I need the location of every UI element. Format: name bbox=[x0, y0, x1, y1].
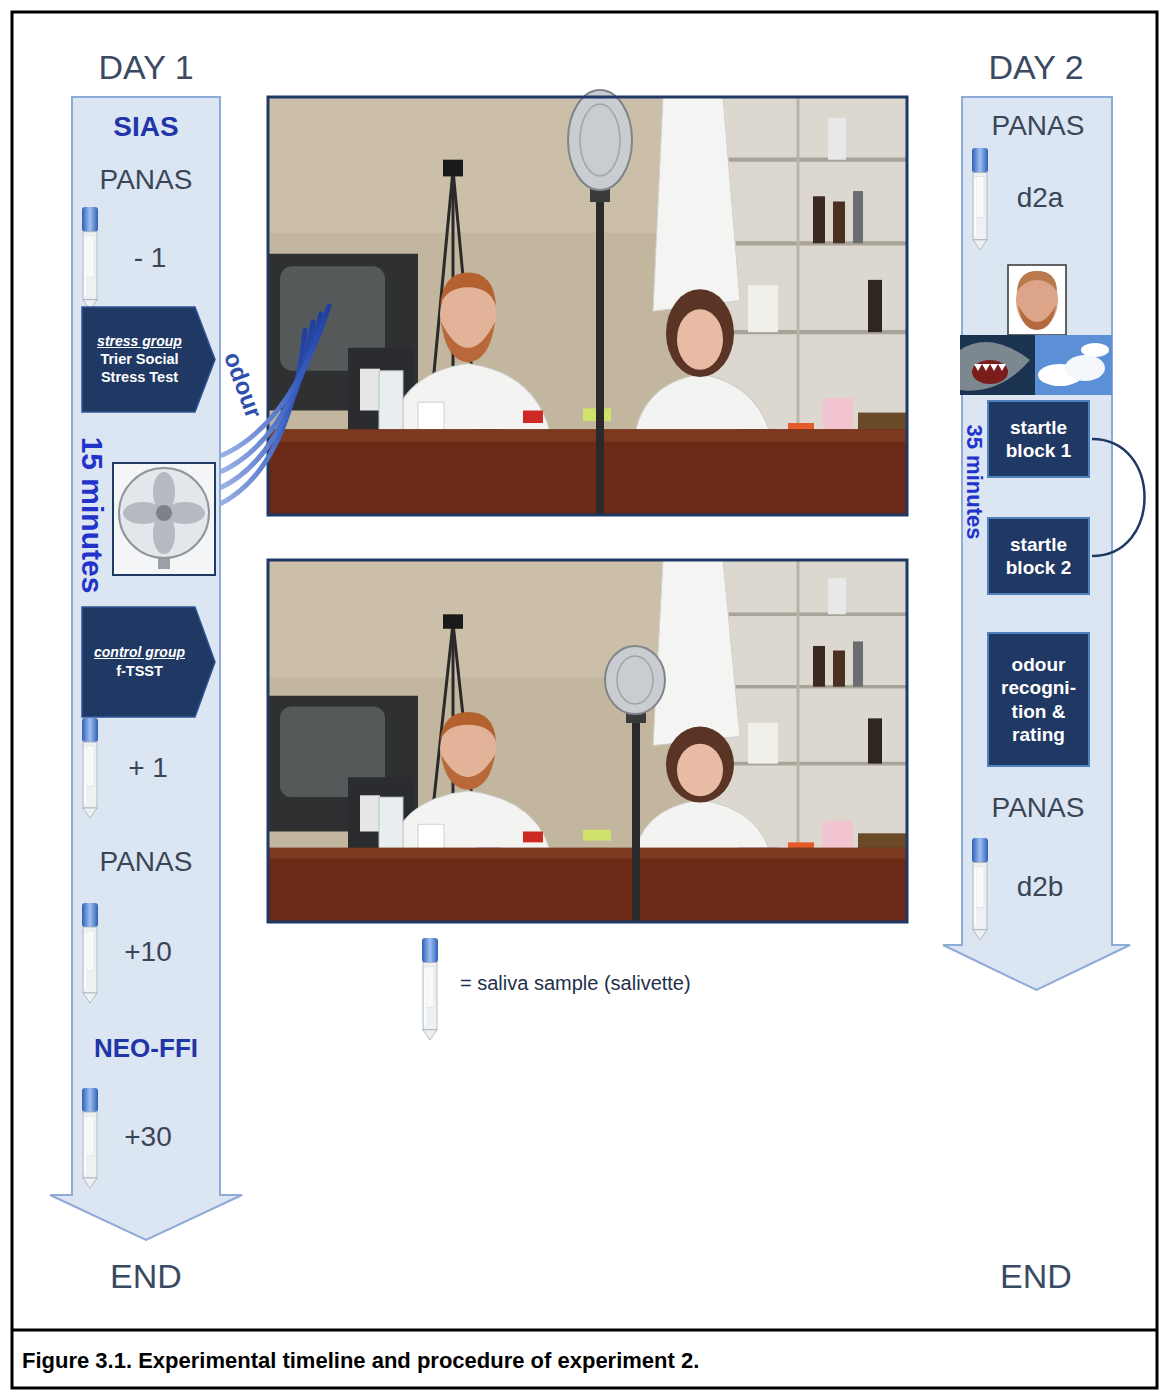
duration-label: 35 minutes bbox=[963, 423, 985, 542]
end-label: END bbox=[30, 1259, 262, 1293]
procedure-name: Trier Social Stress Test bbox=[88, 350, 191, 386]
box-shape bbox=[987, 400, 1090, 478]
timeline-arrow: DAY 1ENDstress groupTrier Social Stress … bbox=[50, 40, 242, 1300]
photo-stress bbox=[268, 90, 907, 515]
sample-time: + 1 bbox=[128, 754, 168, 782]
odour-label: odour bbox=[220, 349, 266, 421]
timeline-arrow-outline bbox=[943, 97, 1130, 990]
procedure-name: f-TSST bbox=[88, 662, 191, 680]
box-text-group: startle block 1 bbox=[992, 416, 1085, 462]
figure-frame bbox=[12, 12, 1157, 1388]
day-heading: DAY 1 bbox=[30, 50, 262, 84]
duration-label: 15 minutes bbox=[77, 437, 107, 594]
sample-time: d2b bbox=[1017, 873, 1064, 901]
timeline-arrow: DAY 2ENDstartle block 1startle block 2od… bbox=[940, 40, 1132, 1300]
questionnaire-name: NEO-FFI bbox=[94, 1035, 198, 1061]
arrow-box-outline bbox=[82, 307, 215, 412]
arrow-box-shape bbox=[82, 607, 215, 717]
condition-arrow-box: control groupf-TSST bbox=[82, 607, 215, 717]
sample-time: - 1 bbox=[134, 244, 167, 272]
task-box: odour recogni- tion & rating bbox=[987, 632, 1090, 767]
questionnaire-name: SIAS bbox=[113, 113, 178, 141]
condition-arrow-box: stress groupTrier Social Stress Test bbox=[82, 307, 215, 412]
questionnaire-name: PANAS bbox=[992, 794, 1085, 822]
box-outline bbox=[988, 518, 1089, 594]
questionnaire-name: PANAS bbox=[100, 848, 193, 876]
box-text-group: startle block 2 bbox=[992, 533, 1085, 579]
task-box: startle block 1 bbox=[987, 400, 1090, 478]
task-box: startle block 2 bbox=[987, 517, 1090, 595]
box-shape bbox=[987, 632, 1090, 767]
figure-caption: Figure 3.1. Experimental timeline and pr… bbox=[22, 1350, 699, 1372]
group-name: control group bbox=[88, 644, 191, 662]
box-text-group: stress groupTrier Social Stress Test bbox=[88, 333, 191, 387]
sample-time: +30 bbox=[124, 1123, 172, 1151]
arrow-box-outline bbox=[82, 607, 215, 717]
timeline-arrow-outline bbox=[50, 97, 242, 1240]
odour-waves bbox=[218, 306, 329, 505]
sample-time: +10 bbox=[124, 938, 172, 966]
end-label: END bbox=[920, 1259, 1152, 1293]
caption-rule bbox=[12, 1329, 1157, 1332]
sample-time: d2a bbox=[1017, 184, 1064, 212]
day-heading: DAY 2 bbox=[920, 50, 1152, 84]
task-label: odour recogni- tion & rating bbox=[992, 653, 1085, 746]
box-text-group: odour recogni- tion & rating bbox=[992, 653, 1085, 746]
box-outline bbox=[988, 401, 1089, 477]
legend-text: = saliva sample (salivette) bbox=[460, 973, 691, 993]
box-text-group: control groupf-TSST bbox=[88, 644, 191, 680]
box-outline bbox=[988, 633, 1089, 766]
questionnaire-name: PANAS bbox=[100, 166, 193, 194]
legend-swatch bbox=[422, 938, 438, 1040]
photo-control bbox=[268, 560, 907, 922]
box-shape bbox=[987, 517, 1090, 595]
task-label: startle block 2 bbox=[992, 533, 1085, 579]
task-label: startle block 1 bbox=[992, 416, 1085, 462]
questionnaire-name: PANAS bbox=[992, 112, 1085, 140]
group-name: stress group bbox=[88, 333, 191, 351]
